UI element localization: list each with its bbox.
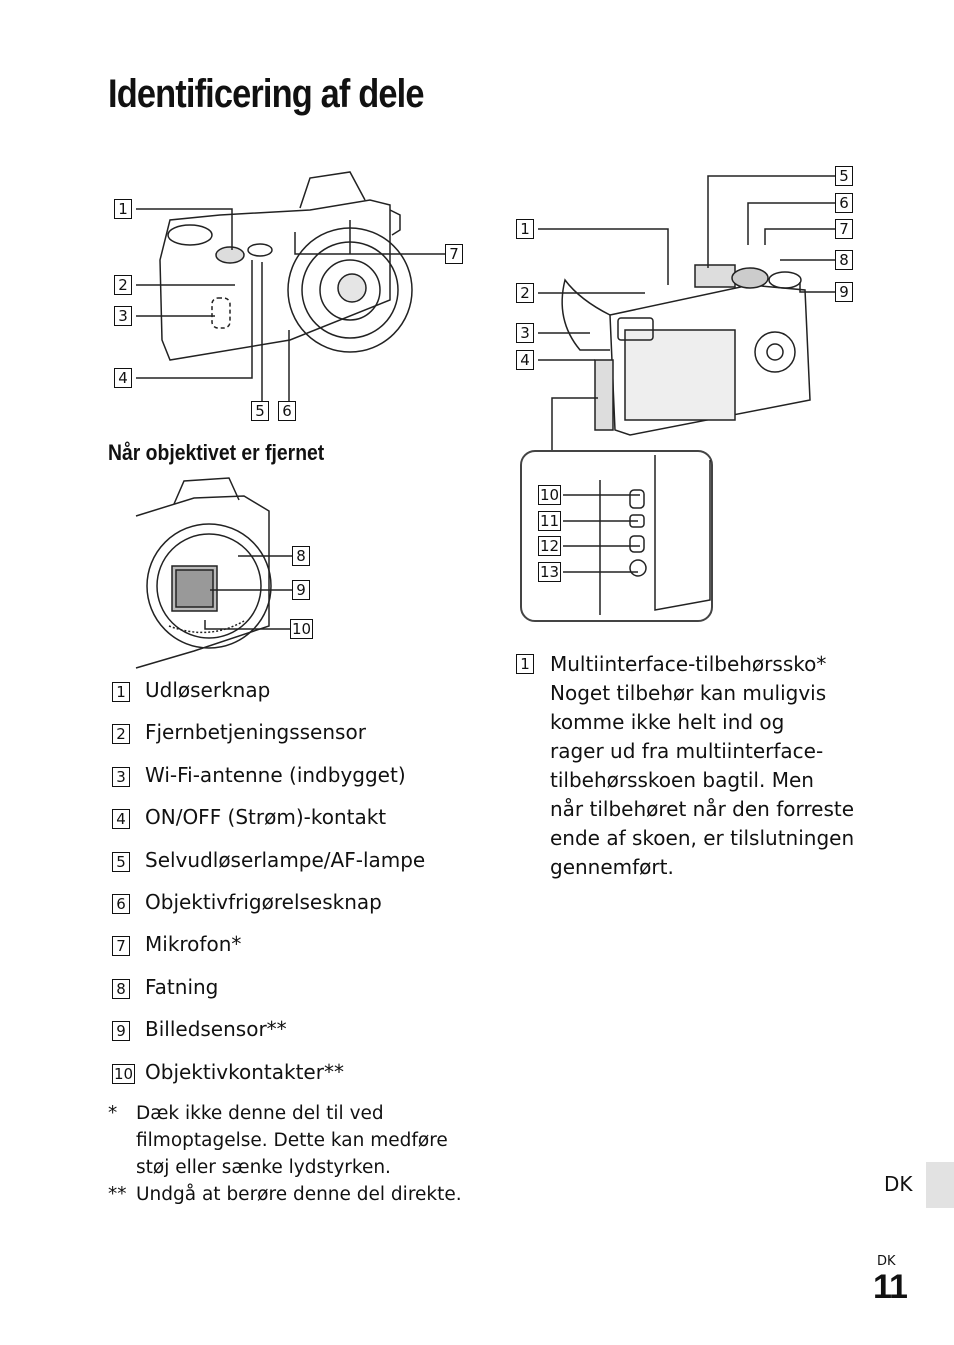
callout-back-8: 8 [835,250,853,270]
callout-back-3: 3 [516,323,534,343]
item-label: Wi-Fi-antenne (indbygget) [145,762,406,787]
footnote-mark: ** [108,1184,127,1205]
item-label: Objektivkontakter** [145,1059,344,1084]
callout-front-5: 5 [251,401,269,421]
camera-front-illustration [159,171,413,361]
footnote-text: Dæk ikke denne del til ved filmoptagelse… [136,1103,448,1178]
callout-back-4: 4 [516,350,534,370]
description-line: tilbehørsskoen bagtil. Men [550,768,814,792]
callout-back-9: 9 [835,282,853,302]
page-number: 11 [873,1268,908,1306]
footnote-text: Undgå at berøre denne del direkte. [136,1184,462,1205]
callout-back-6: 6 [835,193,853,213]
callout-front-6: 6 [278,401,296,421]
lens-removed-heading: Når objektivet er fjernet [108,440,325,465]
footnote: * Dæk ikke denne del til ved filmoptagels… [108,1100,478,1181]
item-number: 5 [112,851,130,872]
item-label: Billedsensor** [145,1017,287,1042]
mount-leader-lines [204,555,292,630]
description-heading: Multiinterface-tilbehørssko* [550,652,827,676]
footnote-mark: * [108,1103,118,1124]
callout-back-1: 1 [516,219,534,239]
description-line: gennemført. [550,855,674,879]
camera-mount-illustration [135,477,272,669]
item-label: ON/OFF (Strøm)-kontakt [145,805,387,830]
description-line: Noget tilbehør kan muligvis [550,681,827,705]
item-number: 9 [112,1021,130,1042]
item-label: Fatning [145,974,219,999]
callout-mount-9: 9 [292,580,310,600]
page-title: Identificering af dele [108,72,424,116]
item-label: Udløserknap [145,678,271,702]
back-leader-lines [538,175,835,573]
footnote: ** Undgå at berøre denne del direkte. [108,1181,478,1208]
item-number: 4 [112,809,130,830]
item-label: Mikrofon* [145,932,242,957]
shoe-description: 1 Multiinterface-tilbehørssko* Noget til… [516,650,886,882]
callout-back-12: 12 [538,536,562,556]
item-label: Fjernbetjeningssensor [145,720,366,745]
description-line: ende af skoen, er tilslutningen [550,826,855,850]
item-number: 2 [112,724,130,745]
callout-back-13: 13 [538,562,562,582]
description-line: rager ud fra multiinterface- [550,739,824,763]
callout-front-4: 4 [114,368,132,388]
item-number: 1 [112,682,130,702]
callout-front-1: 1 [114,199,132,219]
callout-back-10: 10 [538,485,562,505]
camera-back-illustration [561,264,811,436]
front-leader-lines [136,208,445,401]
description-line: når tilbehøret når den forreste [550,797,855,821]
footer-language: DK [877,1254,896,1269]
item-number: 8 [112,978,130,999]
item-label: Selvudløserlampe/AF-lampe [145,847,426,872]
callout-back-7: 7 [835,219,853,239]
description-line: komme ikke helt ind og [550,710,785,734]
item-number: 3 [112,766,130,787]
callout-front-2: 2 [114,275,132,295]
item-number: 1 [516,654,534,674]
item-number: 7 [112,936,130,957]
item-number: 6 [112,893,130,914]
terminal-inset-illustration [520,450,713,622]
callout-mount-8: 8 [292,546,310,566]
item-label: Objektivfrigørelsesknap [145,889,382,914]
callout-back-11: 11 [538,511,562,531]
language-tab [926,1162,954,1208]
language-tab-label: DK [884,1172,913,1196]
callout-back-5: 5 [835,166,853,186]
callout-front-7: 7 [445,244,463,264]
item-number: 10 [112,1063,136,1084]
callout-back-2: 2 [516,283,534,303]
footnotes: * Dæk ikke denne del til ved filmoptagels… [108,1100,478,1208]
callout-front-3: 3 [114,306,132,326]
callout-mount-10: 10 [290,619,314,639]
